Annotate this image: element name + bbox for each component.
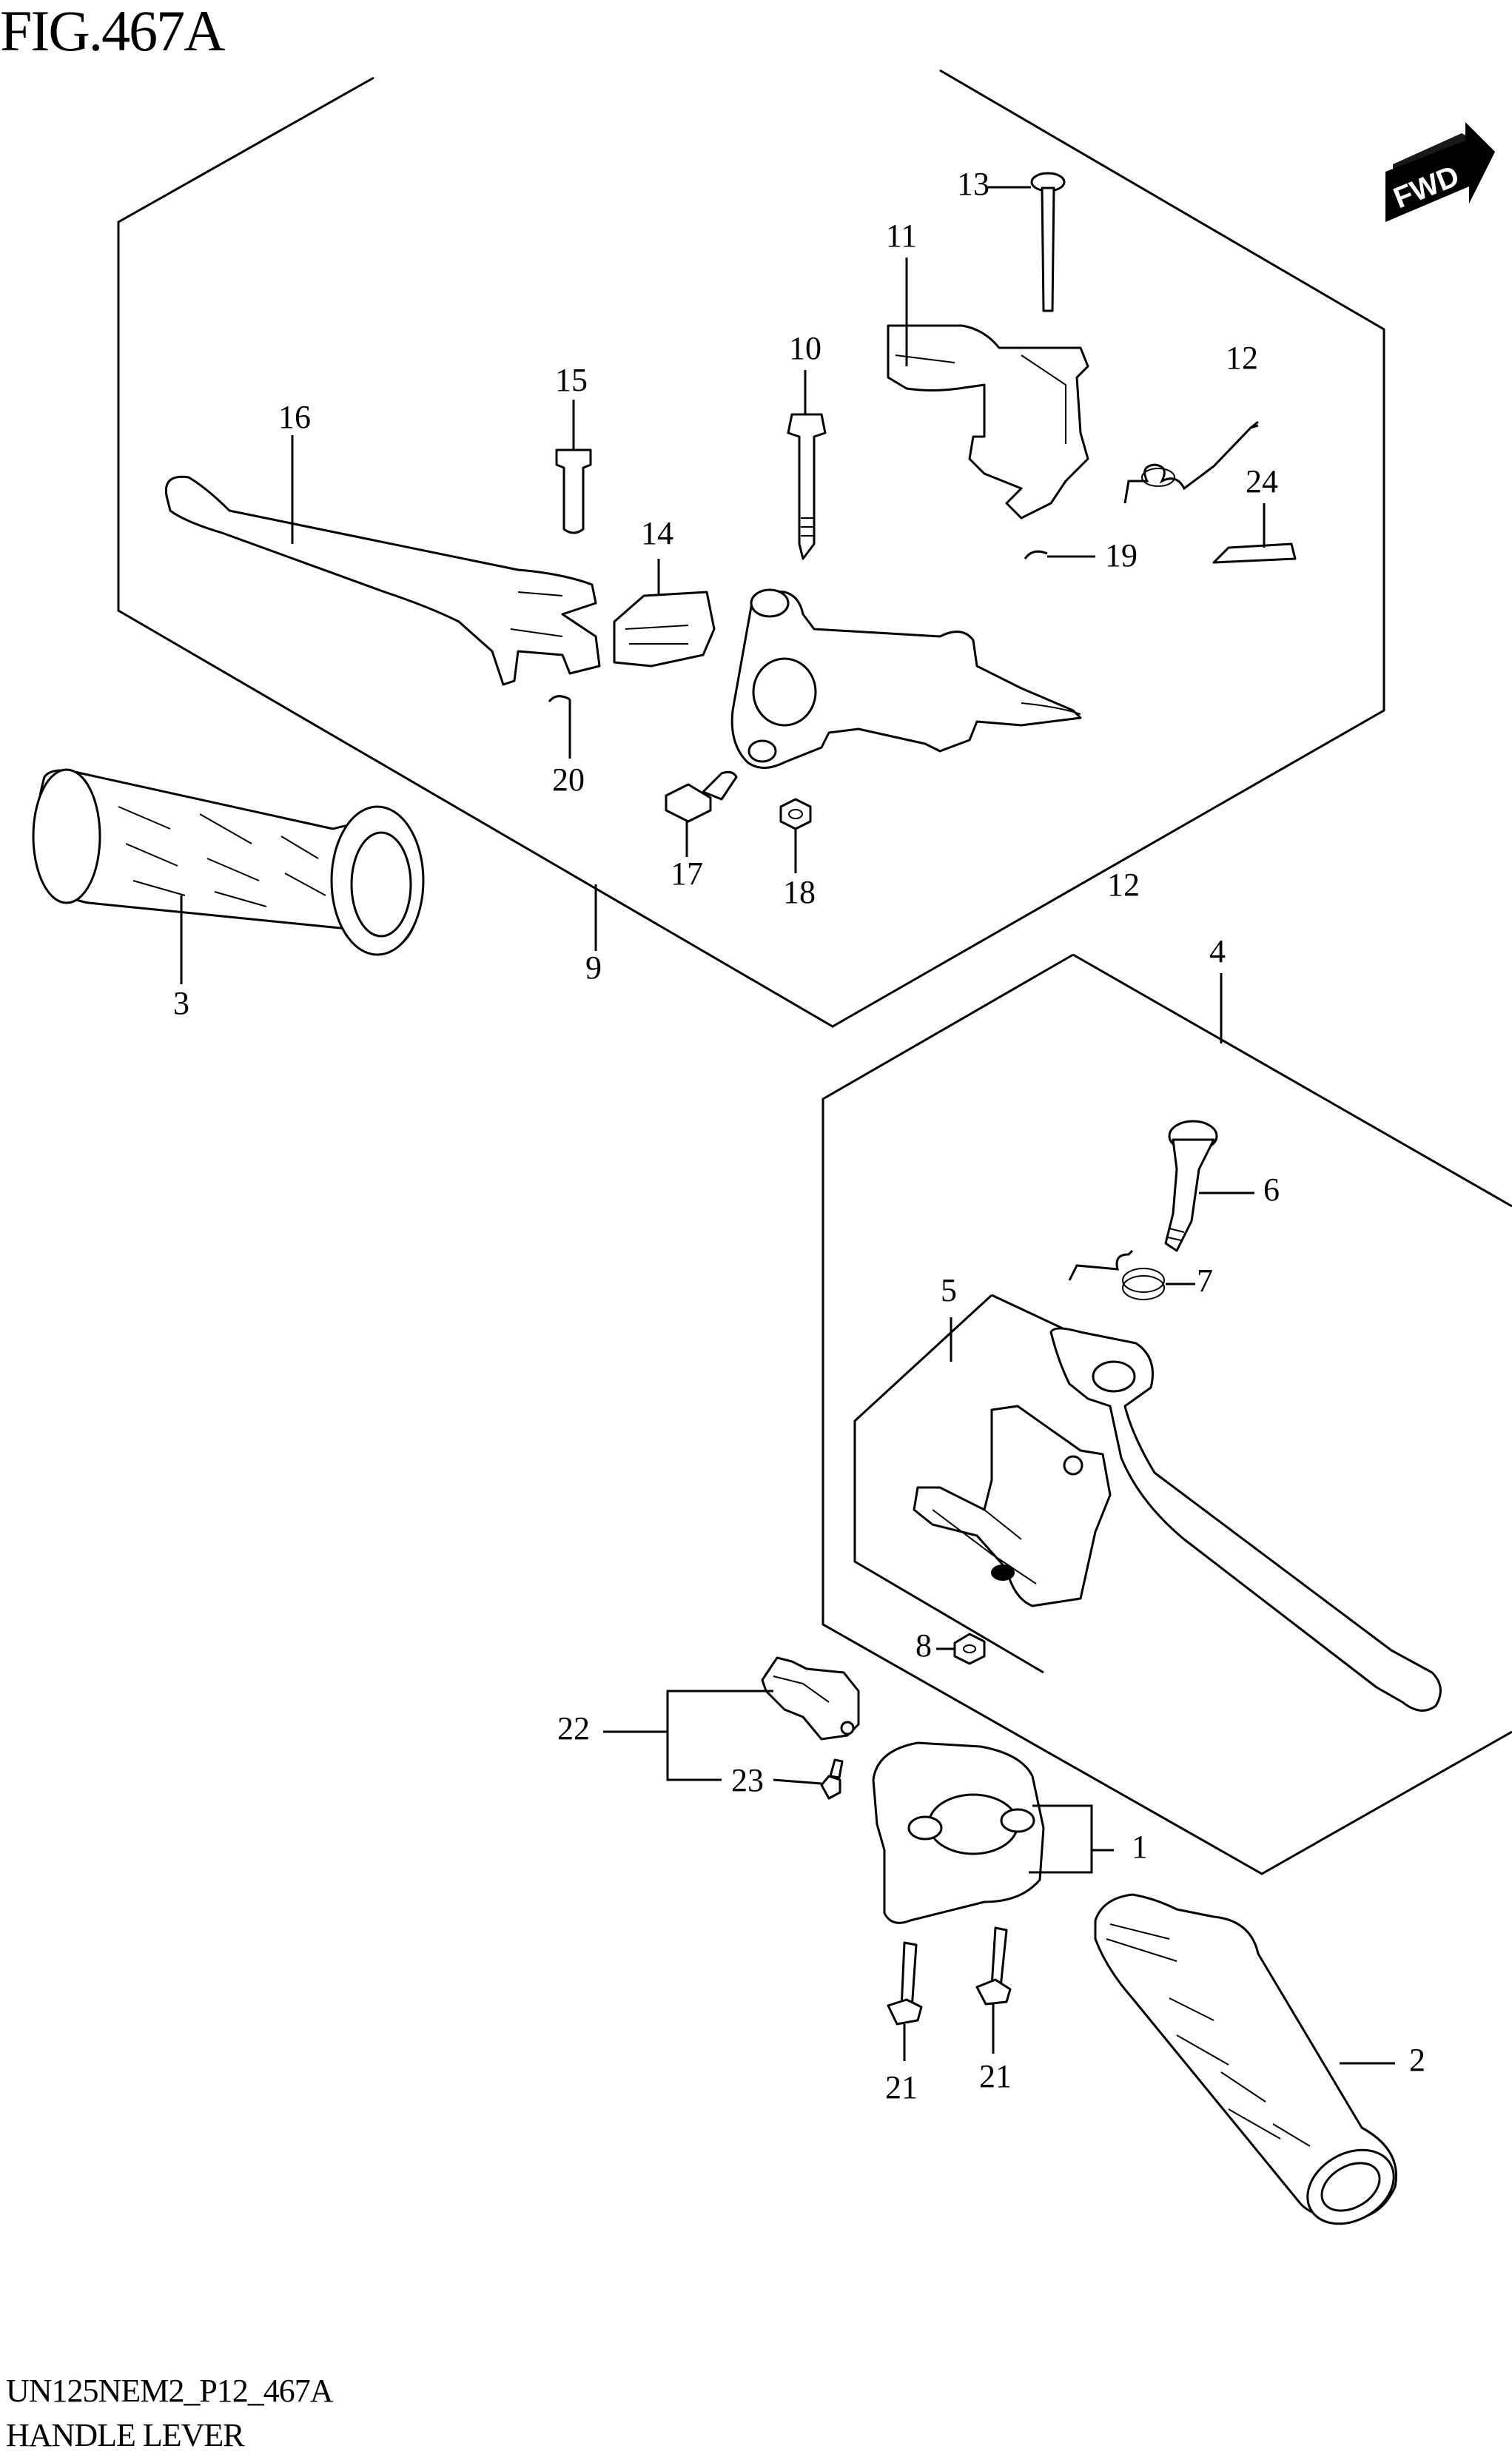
- footer-code: UN125NEM2_P12_467A: [6, 2373, 334, 2409]
- callout-12-lower: 12: [1107, 867, 1140, 903]
- pivot-pin-15: [555, 448, 592, 534]
- pin-13: [1030, 172, 1066, 312]
- screw-23: [820, 1758, 844, 1800]
- callout-24: 24: [1246, 463, 1278, 500]
- callout-13: 13: [957, 166, 989, 202]
- lever-bracket-5: [913, 1405, 1112, 1607]
- callout-3: 3: [173, 985, 189, 1021]
- callout-labels: 16 15 10 11 13 12 24 19 14 20 17 18 12 9…: [173, 166, 1425, 2105]
- spring-7: [1068, 1249, 1165, 1300]
- callout-19: 19: [1105, 537, 1138, 574]
- callout-10: 10: [789, 330, 821, 366]
- callout-20: 20: [552, 762, 585, 798]
- throttle-housing-1: [872, 1741, 1045, 1924]
- spring-12: [1123, 424, 1259, 504]
- screw-21-right: [975, 1926, 1012, 2006]
- nut-18: [779, 798, 812, 830]
- grip-3: [32, 768, 425, 956]
- leader-lines: [180, 186, 1395, 2065]
- group-9-outline: [117, 69, 1385, 1028]
- callout-14: 14: [641, 515, 673, 551]
- group-4-outline: [821, 953, 1512, 1875]
- group-4-outline-top: [1072, 953, 1512, 1208]
- callout-21-left: 21: [885, 2069, 918, 2105]
- group-5-outline: [853, 1294, 1044, 1674]
- callout-17: 17: [671, 856, 703, 892]
- callout-21-right: 21: [979, 2058, 1012, 2094]
- clip-20: [548, 695, 571, 702]
- plate-24: [1212, 542, 1297, 564]
- callout-4: 4: [1209, 933, 1226, 969]
- throttle-grip-2: [1094, 1893, 1397, 2225]
- callout-7: 7: [1197, 1263, 1213, 1299]
- bracket-11: [887, 324, 1089, 520]
- screw-21-left: [887, 1941, 923, 2026]
- switch-block-14: [613, 591, 716, 668]
- callout-18: 18: [783, 874, 816, 910]
- callout-6: 6: [1263, 1172, 1280, 1208]
- brake-lever-4: [1049, 1327, 1442, 1712]
- callout-23: 23: [731, 1762, 764, 1798]
- callout-8: 8: [915, 1627, 932, 1664]
- master-cylinder: [730, 588, 1082, 769]
- callout-22: 22: [557, 1710, 590, 1747]
- brake-lever-16: [164, 475, 601, 686]
- callout-9: 9: [585, 949, 602, 986]
- nut-8: [953, 1633, 986, 1665]
- footer-name: HANDLE LEVER: [6, 2417, 245, 2453]
- callout-16: 16: [278, 399, 311, 435]
- stop-switch-22: [761, 1656, 860, 1741]
- screw-17: [665, 770, 738, 823]
- clip-19: [1024, 550, 1048, 559]
- pivot-bolt-10: [787, 413, 827, 560]
- callout-1: 1: [1132, 1829, 1148, 1865]
- callout-2: 2: [1409, 2042, 1425, 2078]
- callout-11: 11: [886, 218, 917, 254]
- fwd-arrow-icon: FWD: [1385, 122, 1495, 222]
- bolt-6: [1164, 1120, 1218, 1252]
- callout-5: 5: [941, 1272, 957, 1308]
- callout-12-upper: 12: [1226, 340, 1258, 376]
- figure-title: FIG.467A: [0, 0, 225, 63]
- callout-15: 15: [555, 362, 588, 398]
